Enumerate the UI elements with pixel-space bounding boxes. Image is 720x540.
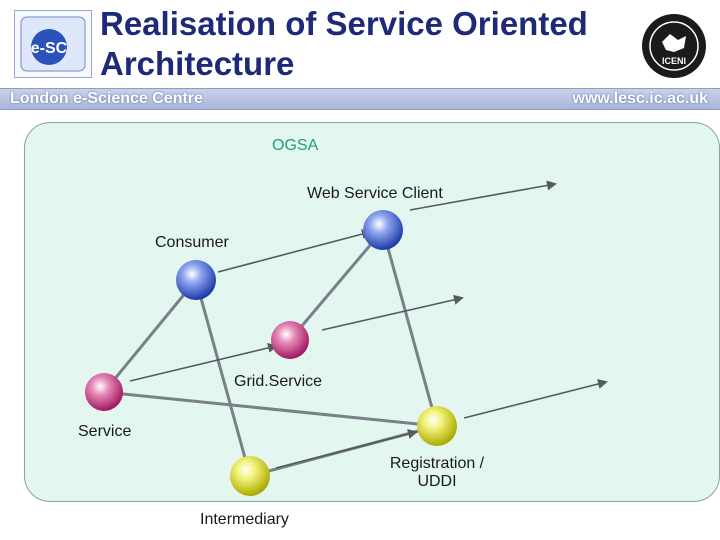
- banner-bar: London e-Science Centre www.lesc.ic.ac.u…: [0, 88, 720, 110]
- arrow-webclient-out: [409, 180, 557, 211]
- lesc-logo: e-SC: [14, 10, 92, 78]
- edge-webclient-gridservice: [288, 229, 385, 341]
- lesc-logo-text: e-SC: [31, 40, 68, 57]
- banner-org-name: London e-Science Centre: [10, 90, 203, 107]
- web-service-client-node: [363, 210, 403, 250]
- registration-label-line1: Registration /: [389, 455, 485, 472]
- edge-consumer-intermediary: [194, 279, 252, 477]
- edge-service-registry: [103, 390, 438, 428]
- grid-service-node: [271, 321, 309, 359]
- banner-url: www.lesc.ic.ac.uk: [572, 90, 708, 107]
- arrow-registry-out: [463, 379, 608, 419]
- registration-label: Registration / UDDI: [372, 455, 502, 491]
- ogsa-label: OGSA: [272, 137, 319, 154]
- arrow-intermediary-to-registry: [275, 429, 418, 469]
- lesc-logo-graphic: e-SC: [20, 16, 86, 72]
- intermediary-node: [230, 456, 270, 496]
- iceni-logo-text: ICENI: [662, 56, 686, 66]
- consumer-label: Consumer: [155, 234, 229, 251]
- consumer-node: [176, 260, 216, 300]
- diagram-panel: [24, 122, 720, 502]
- edge-webclient-registry: [381, 229, 439, 427]
- arrow-service-to-gridservice: [129, 343, 278, 382]
- iceni-logo: ICENI: [640, 12, 708, 80]
- arrow-consumer-to-webclient: [217, 229, 372, 273]
- registration-label-line2: UDDI: [417, 473, 457, 490]
- iceni-seal-graphic: ICENI: [642, 14, 706, 78]
- registration-node: [417, 406, 457, 446]
- page-title: Realisation of Service Oriented Architec…: [100, 5, 588, 82]
- grid-service-label: Grid.Service: [234, 373, 323, 390]
- arrow-gridservice-out: [321, 294, 464, 331]
- service-label: Service: [78, 423, 132, 440]
- service-node: [85, 373, 123, 411]
- edge-consumer-service: [102, 279, 198, 393]
- web-service-client-label: Web Service Client: [307, 185, 443, 202]
- intermediary-label: Intermediary: [200, 511, 289, 528]
